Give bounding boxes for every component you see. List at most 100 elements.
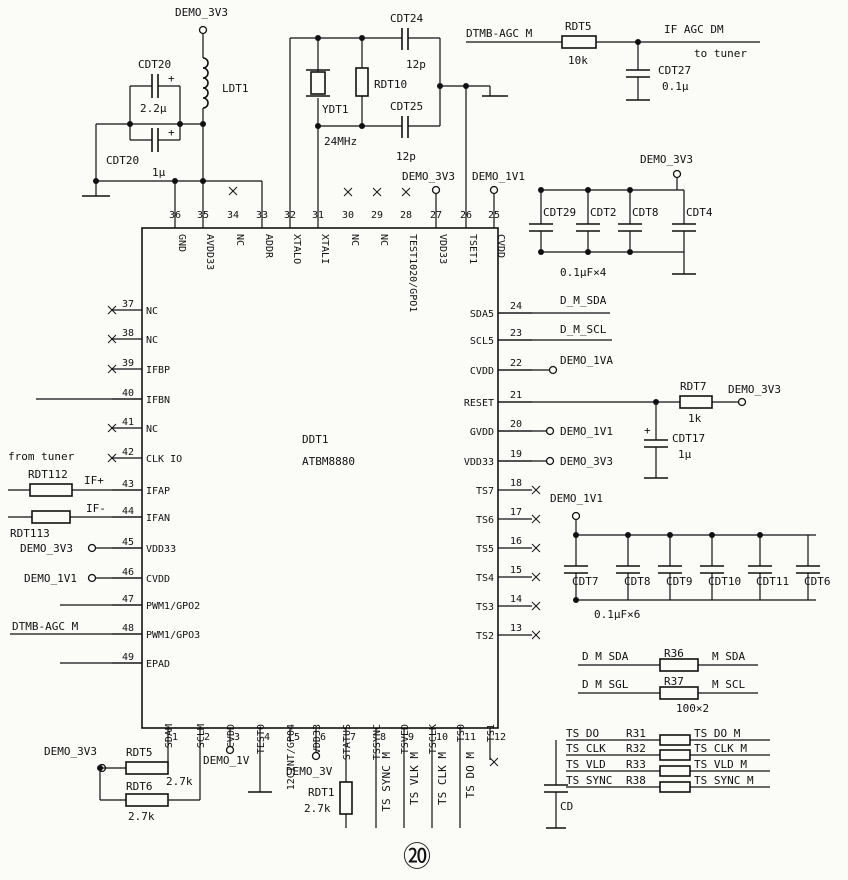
page-marker: ⑳ xyxy=(403,840,431,873)
pin-number: 24 xyxy=(510,301,522,312)
net-label: D_M_SDA xyxy=(560,294,607,307)
cap-label: CDT6 xyxy=(804,575,831,588)
pin-number: 20 xyxy=(510,419,522,430)
svg-text:+: + xyxy=(168,126,175,139)
net-label: TS DO xyxy=(566,727,599,740)
pin-number: 42 xyxy=(122,447,134,458)
rail-label: DEMO_3V3 xyxy=(728,383,781,396)
net-label: TS DO M xyxy=(464,752,477,799)
resistor-label: RDT10 xyxy=(374,78,407,91)
pin-number: 1 xyxy=(172,732,178,743)
rail-label: DEMO_1V xyxy=(203,754,250,767)
net-label: TS CLK M xyxy=(694,742,747,755)
pin-number: 38 xyxy=(122,328,134,339)
pin-number: 37 xyxy=(122,299,134,310)
resistor-label: R33 xyxy=(626,758,646,771)
pin-name: NC xyxy=(378,234,389,246)
net-label: IF+ xyxy=(84,474,104,487)
cap-label: CDT4 xyxy=(686,206,713,219)
pin-name: GND xyxy=(176,234,187,252)
pin-name: TS5 xyxy=(476,544,494,555)
cap-value: 1μ xyxy=(678,448,692,461)
resistor-label: R36 xyxy=(664,647,684,660)
rail-label: DEMO_3V3 xyxy=(402,170,455,183)
rail-label: DEMO_3V3 xyxy=(20,542,73,555)
cap-label: CDT29 xyxy=(543,206,576,219)
pin-name: CVDD xyxy=(470,366,494,377)
svg-text:+: + xyxy=(168,72,175,85)
pin-name: TS4 xyxy=(476,573,494,584)
cap-value: 12p xyxy=(396,150,416,163)
resistor-value: 1k xyxy=(688,412,702,425)
resistor-label: RDT113 xyxy=(10,527,50,540)
note-label: 100×2 xyxy=(676,702,709,715)
pin-name: GVDD xyxy=(470,427,494,438)
resistor-rdt113 xyxy=(31,510,71,524)
pin-name: VDD33 xyxy=(437,234,448,264)
resistor-label: R32 xyxy=(626,742,646,755)
resistor xyxy=(659,658,699,672)
pin-number: 14 xyxy=(510,594,522,605)
pin-number: 13 xyxy=(510,623,522,634)
pin-name: TS0 xyxy=(456,724,467,742)
cap-label: CD xyxy=(560,800,573,813)
cap-label: CDT20 xyxy=(106,154,139,167)
rail-terminal xyxy=(198,25,208,35)
chip-body xyxy=(141,227,499,729)
cap-label: CDT20 xyxy=(138,58,171,71)
pin-number: 21 xyxy=(510,390,522,401)
pin-name: TEST1020/GPO1 xyxy=(407,234,418,312)
pin-number: 49 xyxy=(122,652,134,663)
pin-number: 17 xyxy=(510,507,522,518)
pin-name: VDD33 xyxy=(464,457,494,468)
pin-number: 43 xyxy=(122,479,134,490)
resistor-label: R37 xyxy=(664,675,684,688)
cap-label: CDT25 xyxy=(390,100,423,113)
chip-designator: DDT1 xyxy=(302,433,329,446)
cap-label: CDT2 xyxy=(590,206,617,219)
crystal-block: CDT24 12p YDT1 24MHz RDT10 CDT25 12p xyxy=(289,12,525,228)
net-label: TS VLD xyxy=(566,758,606,771)
net-label: TS SYNC M xyxy=(380,752,393,812)
cap-label: CDT27 xyxy=(658,64,691,77)
ts-cap: CD xyxy=(544,740,573,829)
pin-name: PWM1/GPO3 xyxy=(146,630,200,641)
resistor xyxy=(659,765,691,777)
pin-number: 46 xyxy=(122,567,134,578)
pin-name: NC xyxy=(146,424,158,435)
pin-name: TSCLK xyxy=(428,724,439,754)
pin-name: IFBP xyxy=(146,365,170,376)
pin-name: STATUS xyxy=(342,724,353,760)
net-label: TS DO M xyxy=(694,727,741,740)
pin-name: TS3 xyxy=(476,602,494,613)
pin-name: SCLM xyxy=(196,724,207,748)
net-label: IF- xyxy=(86,502,106,515)
note-label: 0.1μF×6 xyxy=(594,608,640,621)
net-label: D_M_SCL xyxy=(560,323,607,336)
pin-number: 7 xyxy=(350,732,356,743)
net-label: TS CLK xyxy=(566,742,606,755)
resistor-label: RDT7 xyxy=(680,380,707,393)
rail-label: DEMO_1V1 xyxy=(472,170,525,183)
rail-label: DEMO_3V3 xyxy=(640,153,693,166)
pin-name: NC xyxy=(234,234,245,246)
pin-number: 2 xyxy=(204,732,210,743)
rail-label: DEMO_1V1 xyxy=(560,425,613,438)
net-label: M SDA xyxy=(712,650,745,663)
pin-number: 29 xyxy=(371,210,383,221)
pin-number: 12 xyxy=(494,732,506,743)
cap-label: CDT17 xyxy=(672,432,705,445)
net-label: TS SYNC xyxy=(566,774,612,787)
pin-name: XTALO xyxy=(291,234,302,264)
pin-name: 12CINT/GP04 xyxy=(286,724,297,790)
rail-label: DEMO_1V1 xyxy=(550,492,603,505)
net-label: DTMB-AGC M xyxy=(12,620,79,633)
pin-name: TSSYNC xyxy=(372,724,383,760)
pin-number: 9 xyxy=(408,732,414,743)
resistor-label: R31 xyxy=(626,727,646,740)
rail-label: DEMO_3V3 xyxy=(175,6,228,19)
